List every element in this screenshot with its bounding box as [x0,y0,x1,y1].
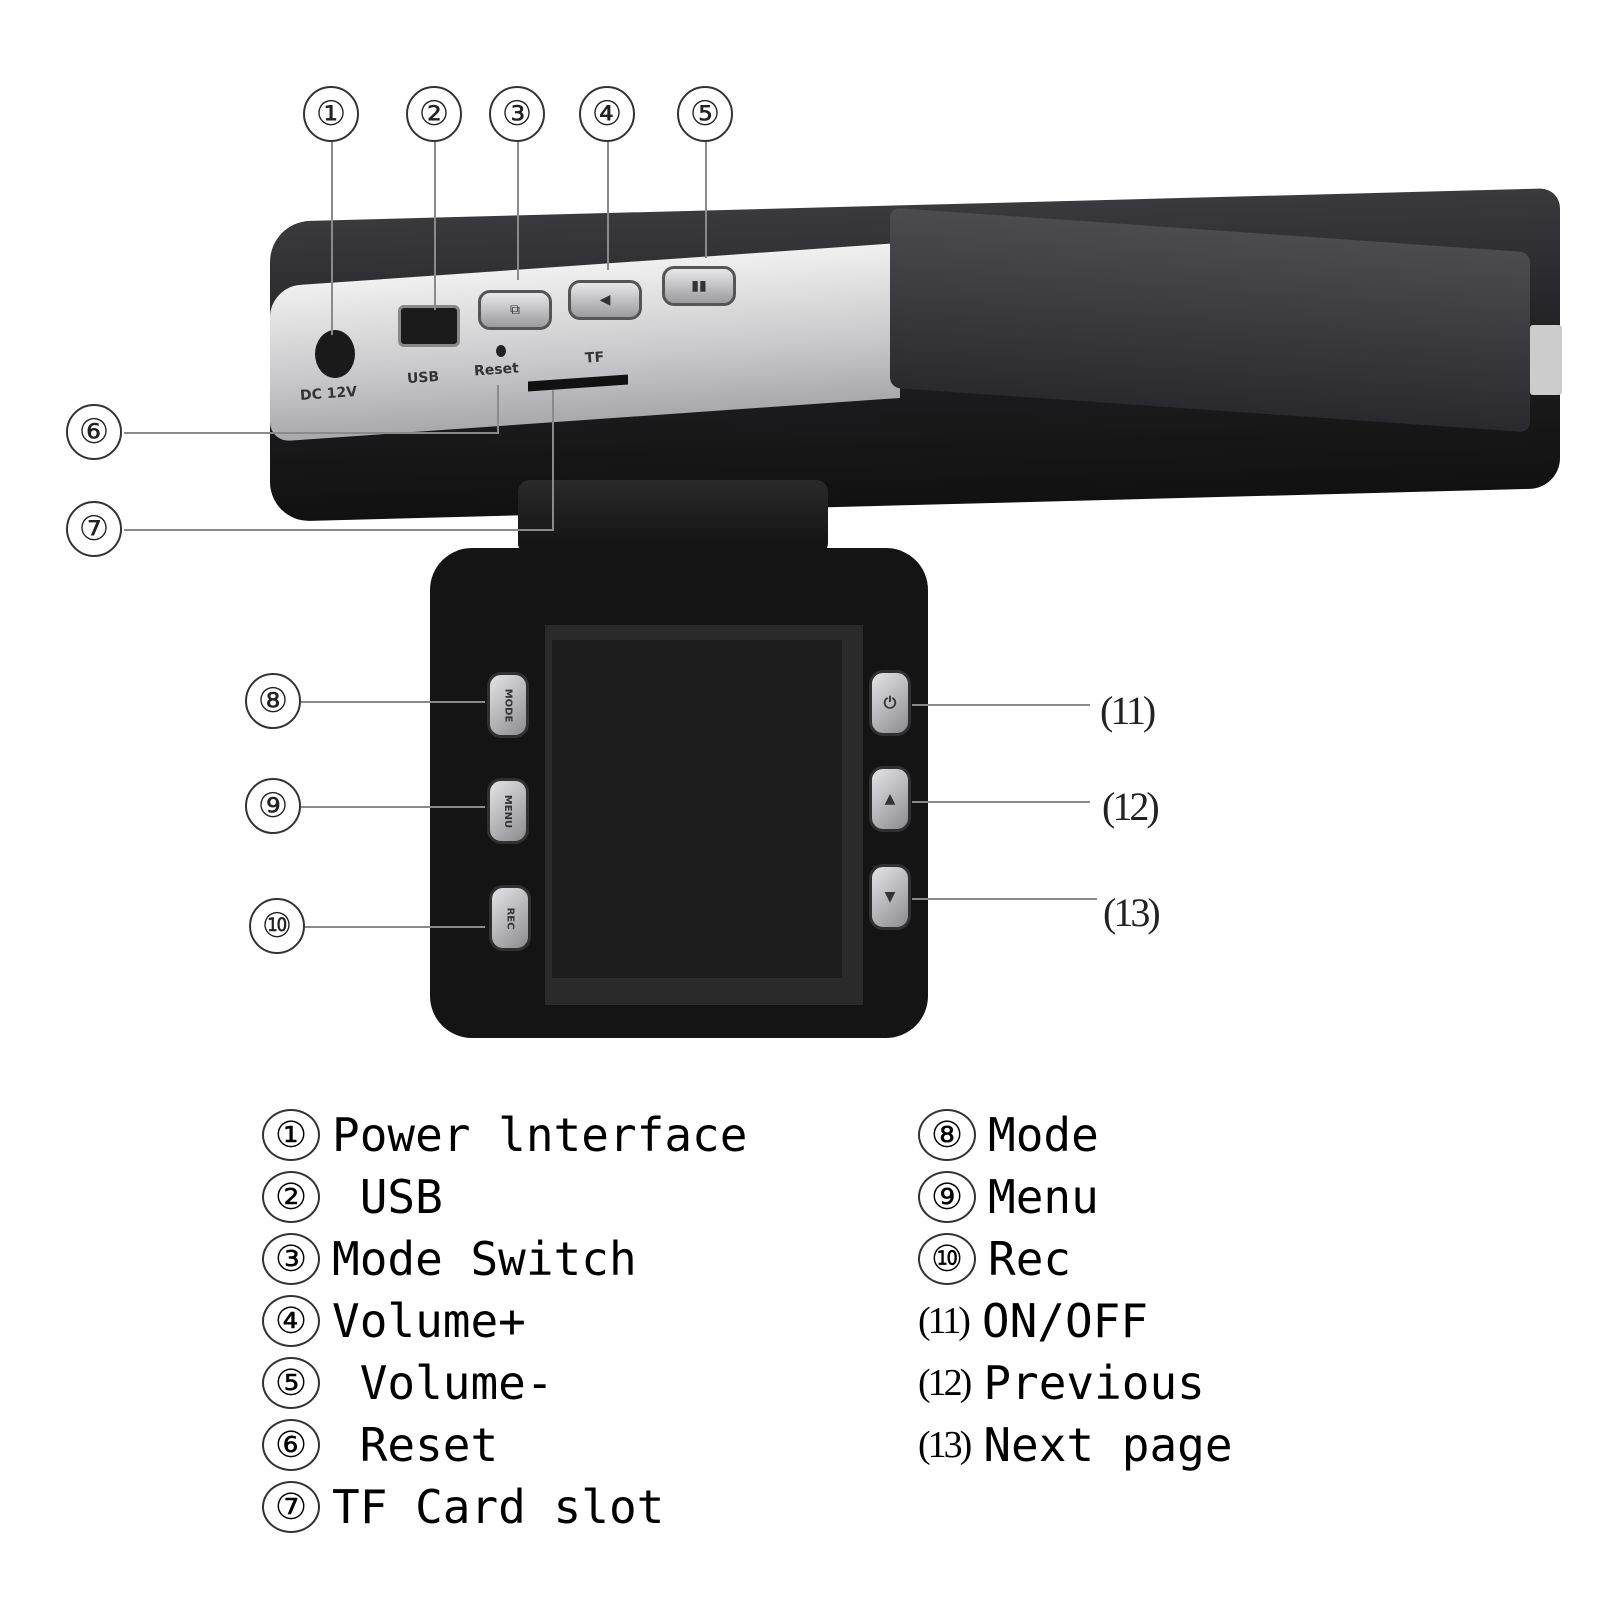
tf-label: TF [584,349,605,367]
legend-item: ⑤ Volume- [262,1352,747,1414]
volume-minus-button: ▮▮ [662,266,736,306]
arrow-down-icon: ▼ [884,889,896,905]
callout-7: ⑦ [66,501,122,557]
callout-8: ⑧ [245,673,301,729]
reset-pinhole [496,345,506,357]
mode-button: MODE [487,672,529,738]
lcd-screen [552,640,842,978]
leader-line-10 [305,926,485,928]
leader-line-2 [434,140,436,310]
legend-label: Previous [983,1356,1205,1410]
leader-line-1 [331,140,333,335]
mount-hinge [518,480,828,555]
legend-label: Menu [988,1170,1099,1224]
arrow-up-icon: ▲ [884,791,896,807]
legend-label: Mode Switch [332,1232,637,1286]
callout-11: (11) [1100,682,1156,738]
legend-label: USB [332,1170,443,1224]
legend-item: (12)Previous [918,1352,1233,1414]
reset-label: Reset [473,360,520,380]
legend-label: Mode [988,1108,1099,1162]
callout-10: ⑩ [249,898,305,954]
leader-line-11 [912,704,1090,706]
callout-12: (12) [1102,778,1160,834]
menu-button: MENU [487,778,529,844]
mode-switch-icon: ⧉ [510,302,520,318]
leader-line-12 [912,801,1090,803]
legend-label: Next page [983,1418,1233,1472]
callout-9: ⑨ [245,778,301,834]
callout-1: ① [303,86,359,142]
dc-power-jack [315,330,355,378]
callout-3: ③ [489,86,545,142]
mode-switch-button: ⧉ [478,290,552,330]
legend-label: ON/OFF [981,1294,1149,1348]
legend-label: Power lnterface [332,1108,748,1162]
leader-line-5 [705,140,707,258]
usb-port-label: USB [406,368,440,388]
legend-label: Rec [988,1232,1072,1286]
callout-5: ⑤ [677,86,733,142]
callout-13: (13) [1103,884,1161,940]
legend-label: TF Card slot [332,1480,665,1534]
leader-line-13 [912,898,1097,900]
power-icon: ⏻ [883,693,897,712]
power-button: ⏻ [869,670,911,736]
double-bar-icon: ▮▮ [691,278,707,294]
leader-line-7-vertical [552,390,554,530]
legend-label: Volume- [332,1356,554,1410]
triangle-left-icon: ◀ [599,292,611,308]
leader-line-7 [124,529,554,531]
down-button: ▼ [869,864,911,930]
up-button: ▲ [869,766,911,832]
leader-line-4 [607,140,609,270]
legend-label: Volume+ [332,1294,526,1348]
callout-2: ② [406,86,462,142]
callout-4: ④ [579,86,635,142]
callout-6: ⑥ [66,404,122,460]
leader-line-9 [300,806,485,808]
leader-line-6-vertical [497,385,499,433]
leader-line-6 [124,432,499,434]
legend-item: ⑥ Reset [262,1414,747,1476]
legend-item: ② USB [262,1166,747,1228]
legend-item: (11)ON/OFF [918,1290,1233,1352]
usb-port [398,305,460,347]
device-side-tab [1530,325,1562,395]
leader-line-3 [517,140,519,280]
legend-item: (13)Next page [918,1414,1233,1476]
volume-plus-button: ◀ [568,280,642,320]
leader-line-8 [300,701,485,703]
legend-label: Reset [332,1418,499,1472]
rec-button: REC [489,885,531,951]
